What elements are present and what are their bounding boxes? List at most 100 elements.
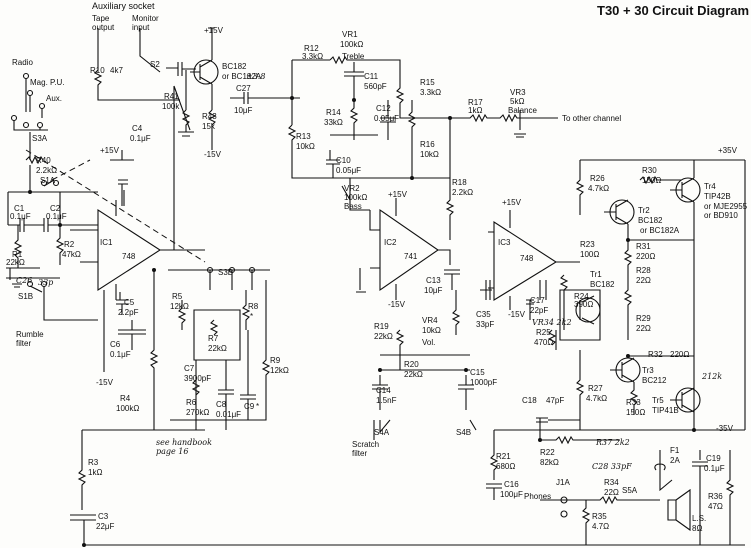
- r23-ref: R23: [580, 240, 595, 249]
- tr4-type: TIP42B: [704, 192, 731, 201]
- r35-ref: R35: [592, 512, 607, 521]
- ic1-type: 748: [122, 252, 136, 261]
- ic2-type: 741: [404, 252, 418, 261]
- r20-value: 22kΩ: [404, 370, 423, 379]
- r16-value: 10kΩ: [420, 150, 439, 159]
- r26-value: 4.7kΩ: [588, 184, 610, 193]
- r21-ref: R21: [496, 452, 511, 461]
- c14-ref: C14: [376, 386, 391, 395]
- vr1-ref: VR1: [342, 30, 358, 39]
- r12-ref: R12: [304, 44, 319, 53]
- r20-ref: R20: [404, 360, 419, 369]
- bass-label: Bass: [344, 202, 362, 211]
- r10-ref: R10: [90, 66, 105, 75]
- aux-input-label: Aux.: [46, 94, 63, 103]
- r4-ref: R4: [120, 394, 131, 403]
- tape-output-label: Tape output: [92, 14, 115, 32]
- vr4-ref: VR4: [422, 316, 438, 325]
- r34-ref: R34: [604, 478, 619, 487]
- ic3-label: IC3: [498, 238, 511, 247]
- r13-value: 10kΩ: [296, 142, 315, 151]
- vr2-ref: VR2: [344, 184, 360, 193]
- j1a-ref: J1A: [556, 478, 570, 487]
- tr4-ref: Tr4: [704, 182, 716, 191]
- c17-value: 22pF: [530, 306, 549, 315]
- note-212k: 212k: [702, 372, 723, 381]
- c13-ref: C13: [426, 276, 441, 285]
- c1-ref: C1: [14, 204, 25, 213]
- r22-value: 82kΩ: [540, 458, 559, 467]
- c12-ref: C12: [376, 104, 391, 113]
- junction-dots: [28, 96, 696, 547]
- c2-value: 0.1μF: [46, 212, 67, 221]
- f1-value: 2A: [670, 456, 680, 465]
- r26-ref: R26: [590, 174, 605, 183]
- r36-ref: R36: [708, 492, 723, 501]
- r32-value: 220Ω: [670, 350, 690, 359]
- tr1-type: BC182: [590, 280, 615, 289]
- vr1-value: 100kΩ: [340, 40, 364, 49]
- r12-value: 3.3kΩ: [302, 52, 324, 61]
- volume-scratch-network: [372, 280, 492, 440]
- r8-value: *: [250, 312, 254, 321]
- tr5-ref: Tr5: [652, 396, 664, 405]
- input-selector-wiring: [6, 72, 206, 321]
- c4-value: 0.1μF: [130, 134, 151, 143]
- r2-ref: R2: [64, 240, 75, 249]
- tape-monitor-stage: [93, 27, 300, 150]
- c19-value: 0.1μF: [704, 464, 725, 473]
- r5-value: 12kΩ: [170, 302, 189, 311]
- c18-ref: C18: [522, 396, 537, 405]
- r33-value: 150Ω: [626, 408, 646, 417]
- r15-value: 3.3kΩ: [420, 88, 442, 97]
- filter-network: [168, 85, 271, 430]
- treble-label: Treble: [342, 52, 365, 61]
- rail-m15-ic2: -15V: [388, 300, 405, 309]
- rail-p35: +35V: [718, 146, 737, 155]
- c8-ref: C8: [216, 400, 227, 409]
- r41-ref: R41: [164, 92, 179, 101]
- note-vr34: VR34 2k2: [532, 318, 572, 327]
- monitor-input-label: Monitor input: [132, 14, 159, 32]
- c12-value: 0.05μF: [374, 114, 400, 123]
- c9-ref: C9: [244, 402, 255, 411]
- ground-rail: [70, 430, 745, 546]
- r19-value: 22kΩ: [374, 332, 393, 341]
- r2-value: 47kΩ: [62, 250, 81, 259]
- other-channel-label: To other channel: [562, 114, 622, 123]
- tr1-ref: Tr1: [590, 270, 602, 279]
- r10-value: 4k7: [110, 66, 123, 75]
- tr2-type: BC182: [638, 216, 663, 225]
- r5-ref: R5: [172, 292, 183, 301]
- c11-value: 560pF: [364, 82, 387, 91]
- r28-ref: R28: [636, 266, 651, 275]
- rail-m15-ic1: -15V: [96, 378, 113, 387]
- c18-value: 47pF: [546, 396, 565, 405]
- note-bc182: ±3.8: [246, 72, 266, 81]
- r30-value: 150Ω: [642, 176, 662, 185]
- r23-value: 100Ω: [580, 250, 600, 259]
- tr2-alt: or BC182A: [640, 226, 680, 235]
- vr4-value: 10kΩ: [422, 326, 441, 335]
- c6-value: 0.1μF: [110, 350, 131, 359]
- r17-ref: R17: [468, 98, 483, 107]
- r14-value: 33kΩ: [324, 118, 343, 127]
- output-stage: [486, 159, 746, 545]
- switch-s3a: S3A: [32, 134, 48, 143]
- radio-label: Radio: [12, 58, 33, 67]
- r31-value: 220Ω: [636, 252, 656, 261]
- r7-ref: R7: [208, 334, 219, 343]
- mag-pu-label: Mag. P.U.: [30, 78, 65, 87]
- r43-ref: R43: [202, 112, 217, 121]
- r22-ref: R22: [540, 448, 555, 457]
- c14-value: 1.5nF: [376, 396, 397, 405]
- r3-ref: R3: [88, 458, 99, 467]
- r3-value: 1kΩ: [88, 468, 103, 477]
- c15-ref: C15: [470, 368, 485, 377]
- rail-p15-ic2: +15V: [388, 190, 407, 199]
- c19-ref: C19: [706, 454, 721, 463]
- ic1-label: IC1: [100, 238, 113, 247]
- note-c28: C28 33pF: [592, 462, 632, 471]
